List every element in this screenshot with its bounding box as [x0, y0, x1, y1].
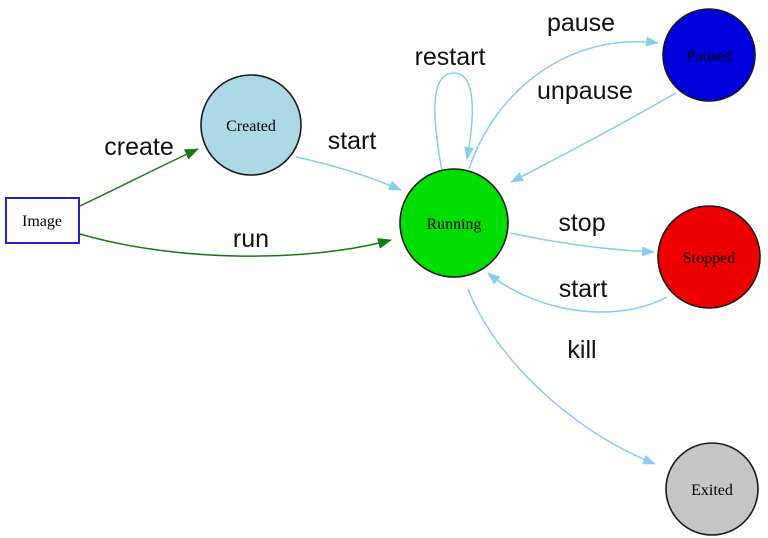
edge-label-create: create — [104, 133, 173, 161]
node-stopped: Stopped — [657, 205, 761, 309]
exited-circle — [665, 442, 759, 536]
edge-label-start-stopped: start — [559, 275, 608, 303]
node-exited: Exited — [665, 442, 759, 536]
edge-restart-self-loop — [434, 72, 475, 172]
edge-kill — [467, 288, 656, 465]
edge-start-stopped-running — [487, 272, 668, 313]
node-label-exited: Exited — [691, 482, 733, 499]
running-circle — [399, 168, 509, 278]
node-created: Created — [200, 74, 302, 176]
stopped-circle — [657, 205, 761, 309]
edge-label-pause: pause — [547, 9, 615, 37]
edge-pause — [468, 36, 659, 170]
edge-run — [79, 233, 392, 257]
edge-unpause — [510, 92, 677, 183]
node-label-running: Running — [426, 216, 481, 233]
node-label-image: Image — [22, 213, 62, 230]
edge-label-unpause: unpause — [537, 77, 633, 105]
edge-label-kill: kill — [567, 336, 596, 364]
edge-label-start-created: start — [328, 127, 377, 155]
node-label-paused: Paused — [686, 48, 731, 65]
node-label-created: Created — [226, 118, 276, 135]
edge-stop — [509, 232, 655, 257]
created-circle — [200, 74, 302, 176]
node-image: Image — [5, 197, 80, 244]
edge-label-stop: stop — [558, 209, 605, 237]
paused-circle — [662, 8, 756, 102]
node-paused: Paused — [662, 8, 756, 102]
edge-label-restart: restart — [415, 43, 486, 71]
edge-start-created-running — [295, 156, 402, 191]
image-box — [5, 197, 80, 244]
node-label-stopped: Stopped — [683, 250, 735, 267]
edge-label-run: run — [233, 225, 269, 253]
edge-create — [79, 148, 199, 207]
node-running: Running — [399, 168, 509, 278]
